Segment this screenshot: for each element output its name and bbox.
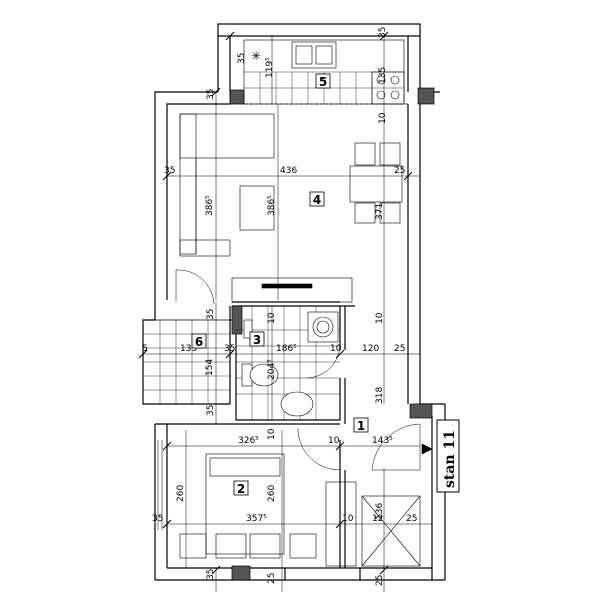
dim-bath-top-35: 35 — [206, 309, 216, 320]
dim-kitchen-135: 135 — [378, 67, 388, 84]
dimension-labels: 35 35 119⁵ 135 35 10 35 436 25 386⁵ 386⁵… — [142, 27, 417, 586]
dim-shaft-136: 136 — [375, 503, 385, 520]
dim-bottom-35: 35 — [206, 569, 216, 580]
dimension-lines — [143, 36, 432, 592]
dimension-ticks — [138, 31, 413, 575]
terrace-tiles — [143, 320, 230, 404]
room-number-1: 1 — [357, 419, 365, 433]
dim-bed-top-35: 35 — [206, 405, 216, 416]
room-labels: 5 4 3 6 2 1 — [191, 73, 369, 496]
bathroom — [236, 306, 341, 420]
dim-living-386-right: 386⁵ — [267, 195, 277, 216]
bedroom — [157, 428, 357, 567]
hall — [361, 423, 433, 567]
dim-bed-width-357: 357⁵ — [246, 514, 267, 524]
dim-hall-10-top: 10 — [375, 312, 385, 324]
dim-terrace-135: 135 — [180, 344, 197, 354]
dim-hall-10-mid: 10 — [328, 436, 340, 446]
unit-label: stan 11 — [442, 430, 458, 488]
dim-living-top-35: 35 — [206, 89, 216, 100]
dim-hall-143: 143⁵ — [372, 436, 393, 446]
dim-bed-right-10: 10 — [342, 514, 354, 524]
room-number-2: 2 — [237, 482, 245, 496]
unit-label-box — [436, 419, 460, 493]
room-number-4: 4 — [313, 193, 321, 207]
dim-living-371: 371 — [375, 203, 385, 220]
dim-living-left-35: 35 — [164, 166, 175, 176]
room-number-3: 3 — [253, 333, 261, 347]
dim-kitchen-height: 119⁵ — [265, 57, 275, 78]
dim-living-right-10: 10 — [378, 112, 388, 124]
dim-kitchen-left-35: 35 — [237, 53, 247, 64]
dim-kitchen-right-35: 35 — [378, 27, 388, 38]
dim-living-right-25: 25 — [394, 166, 405, 176]
dim-living-386-left: 386⁵ — [205, 195, 215, 216]
dim-terrace-35: 35 — [224, 344, 235, 354]
dim-hall-120: 120 — [362, 344, 379, 354]
dim-bed-260-right: 260 — [267, 485, 277, 502]
dim-bottom-25-left: 25 — [267, 573, 277, 584]
dim-hall-25: 25 — [394, 344, 405, 354]
dim-living-width: 436 — [280, 166, 297, 176]
fridge-icon: ✳ — [251, 49, 261, 63]
dim-bed-260-left: 260 — [176, 485, 186, 502]
room-number-5: 5 — [319, 75, 327, 89]
living-room-furniture — [175, 113, 403, 305]
dim-bed-width-326: 326⁵ — [238, 436, 259, 446]
dim-hall-318: 318 — [375, 387, 385, 404]
dim-bath-10: 10 — [267, 312, 277, 324]
columns — [229, 87, 435, 581]
dim-bed-bottom-35: 35 — [152, 514, 163, 524]
dim-bath-204: 204⁵ — [267, 359, 277, 380]
dim-bath-width: 186⁵ — [276, 344, 297, 354]
dim-terrace-5: 5 — [142, 344, 148, 354]
dim-bath-bottom-10: 10 — [267, 428, 277, 440]
room-number-6: 6 — [195, 335, 203, 349]
dim-shaft-12: 12 — [372, 514, 383, 524]
dim-bath-10-right: 10 — [330, 344, 342, 354]
dim-bottom-25-right: 25 — [375, 575, 385, 586]
dim-terrace-154: 154 — [205, 359, 215, 376]
dim-shaft-25: 25 — [406, 514, 417, 524]
